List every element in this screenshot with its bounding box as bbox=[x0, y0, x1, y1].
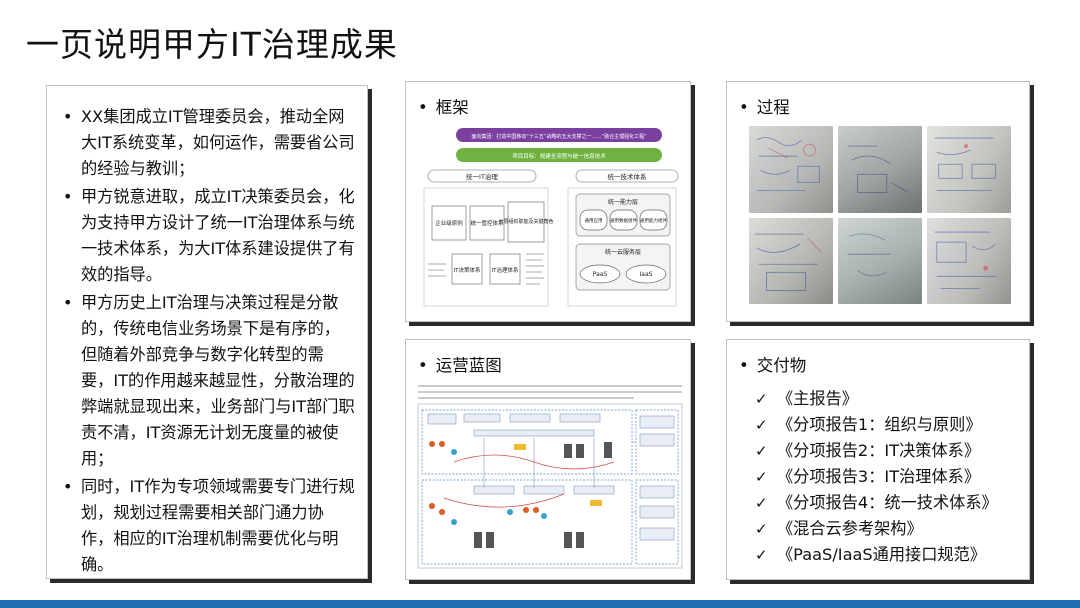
bullet-item: • 同时，IT作为专项领域需要专门进行规划，规划过程需要相关部门通力协作，相应的I… bbox=[59, 474, 355, 578]
deliverable-item: ✓ 《PaaS/IaaS通用接口规范》 bbox=[755, 542, 998, 568]
banner-top-shape bbox=[456, 128, 662, 142]
tech-chip-2: 通用数据组件 bbox=[610, 217, 637, 224]
process-heading-text: 过程 bbox=[756, 98, 790, 117]
check-icon: ✓ bbox=[755, 494, 768, 512]
ops-caption-lines bbox=[418, 385, 682, 399]
tech-layer-1: 统一能力层 bbox=[608, 198, 638, 206]
process-heading: • 过程 bbox=[739, 94, 790, 118]
check-icon: ✓ bbox=[755, 442, 768, 460]
framework-heading-text: 框架 bbox=[435, 98, 469, 117]
bullet-icon: • bbox=[63, 477, 73, 496]
check-icon: ✓ bbox=[755, 546, 768, 564]
whiteboard-photo bbox=[749, 126, 833, 213]
deliverable-item: ✓ 《主报告》 bbox=[755, 386, 998, 412]
deliverables-panel: • 交付物 ✓ 《主报告》 ✓ 《分项报告1：组织与原则》 ✓ 《分项报告2：IT决策体… bbox=[726, 339, 1030, 580]
deliverable-item: ✓ 《分项报告3：IT治理体系》 bbox=[755, 464, 998, 490]
gov-box-1: 企业级原则 bbox=[435, 219, 463, 227]
check-icon: ✓ bbox=[755, 390, 768, 408]
whiteboard-photo bbox=[927, 217, 1011, 304]
bottom-accent-bar bbox=[0, 600, 1080, 608]
framework-panel: • 框架 面向集团：打造中国移动“十三五”战略的五大支撑之一……“融合主理强化工程… bbox=[405, 81, 691, 322]
deliverable-text: 《分项报告3：IT治理体系》 bbox=[777, 467, 981, 486]
framework-diagram: 面向集团：打造中国移动“十三五”战略的五大支撑之一……“融合主理强化工程” 项目… bbox=[423, 128, 679, 307]
check-icon: ✓ bbox=[755, 520, 768, 538]
whiteboard-photo bbox=[927, 126, 1011, 213]
whiteboard-photo-grid bbox=[749, 126, 1011, 304]
deliverable-text: 《PaaS/IaaS通用接口规范》 bbox=[777, 545, 986, 564]
whiteboard-photo bbox=[838, 126, 922, 213]
gov-title: 统一IT治理 bbox=[466, 172, 498, 181]
bullet-item: • XX集团成立IT管理委员会，推动全网大IT系统变革，如何运作，需要省公司的经验… bbox=[59, 104, 355, 182]
process-panel: • 过程 bbox=[726, 81, 1030, 322]
deliverables-list: ✓ 《主报告》 ✓ 《分项报告1：组织与原则》 ✓ 《分项报告2：IT决策体系》 ✓ 《… bbox=[755, 386, 998, 568]
deliverable-text: 《主报告》 bbox=[777, 389, 858, 408]
bullet-item: • 甲方锐意进取，成立IT决策委员会，化为支持甲方设计了统一IT治理体系与统一技术… bbox=[59, 184, 355, 288]
ops-person-icons bbox=[429, 441, 539, 515]
bullet-icon: • bbox=[739, 356, 749, 375]
deliverable-text: 《分项报告4：统一技术体系》 bbox=[777, 493, 998, 512]
gov-box-3: 分层组织职能及关键角色 bbox=[498, 218, 553, 225]
deliverable-text: 《分项报告2：IT决策体系》 bbox=[777, 441, 981, 460]
tech-layer-2: 统一云服务层 bbox=[605, 248, 641, 256]
bullet-icon: • bbox=[739, 98, 749, 117]
bullet-item: • 甲方历史上IT治理与决策过程是分散的，传统电信业务场景下是有序的，但随着外部竞… bbox=[59, 290, 355, 472]
check-icon: ✓ bbox=[755, 468, 768, 486]
deliverable-text: 《混合云参考架构》 bbox=[777, 519, 923, 538]
left-text-panel: • XX集团成立IT管理委员会，推动全网大IT系统变革，如何运作，需要省公司的经验… bbox=[46, 85, 368, 579]
check-icon: ✓ bbox=[755, 416, 768, 434]
banner-mid-shape bbox=[456, 148, 662, 162]
framework-small-text-lines bbox=[428, 253, 544, 285]
ops-person-icons-blue bbox=[451, 449, 547, 525]
operations-blueprint-panel: • 运营蓝图 bbox=[405, 339, 691, 580]
gov-box-2: 统一管控体系 bbox=[470, 219, 504, 227]
bullet-icon: • bbox=[63, 187, 73, 206]
ops-flow-lines bbox=[443, 454, 615, 508]
bullet-icon: • bbox=[418, 356, 428, 375]
whiteboard-photo bbox=[838, 217, 922, 304]
tech-chip-1: 通用应用 bbox=[585, 217, 603, 224]
tech-oval-iaas: IaaS bbox=[640, 271, 653, 278]
gov-sub-2: IT治理体系 bbox=[492, 266, 519, 274]
bullet-text: 甲方历史上IT治理与决策过程是分散的，传统电信业务场景下是有序的，但随着外部竞争… bbox=[81, 293, 355, 468]
framework-heading: • 框架 bbox=[418, 94, 469, 118]
ops-server-icons bbox=[474, 442, 612, 548]
bullet-text: 同时，IT作为专项领域需要专门进行规划，规划过程需要相关部门通力协作，相应的IT… bbox=[81, 477, 355, 574]
ops-heading-text: 运营蓝图 bbox=[435, 356, 502, 375]
bullet-text: 甲方锐意进取，成立IT决策委员会，化为支持甲方设计了统一IT治理体系与统一技术体… bbox=[81, 187, 355, 284]
deliverables-heading-text: 交付物 bbox=[756, 356, 807, 375]
banner-mid-text: 项目目标：规建全流程与统一信息技术 bbox=[512, 152, 606, 160]
tech-chip-3: 通用能力组件 bbox=[640, 217, 667, 224]
deliverable-item: ✓ 《分项报告4：统一技术体系》 bbox=[755, 490, 998, 516]
bullet-icon: • bbox=[63, 293, 73, 312]
ops-heading: • 运营蓝图 bbox=[418, 352, 502, 376]
deliverable-item: ✓ 《分项报告1：组织与原则》 bbox=[755, 412, 998, 438]
operations-blueprint-diagram bbox=[417, 385, 683, 569]
whiteboard-photo bbox=[749, 217, 833, 304]
tech-oval-paas: PaaS bbox=[593, 271, 608, 278]
tech-title: 统一技术体系 bbox=[608, 172, 648, 181]
banner-top-text: 面向集团：打造中国移动“十三五”战略的五大支撑之一……“融合主理强化工程” bbox=[471, 133, 647, 140]
bullet-icon: • bbox=[63, 107, 73, 126]
deliverable-text: 《分项报告1：组织与原则》 bbox=[777, 415, 982, 434]
gov-sub-1: IT决策体系 bbox=[454, 266, 481, 274]
bullet-icon: • bbox=[418, 98, 428, 117]
page-title: 一页说明甲方IT治理成果 bbox=[26, 25, 398, 64]
bullet-list: • XX集团成立IT管理委员会，推动全网大IT系统变革，如何运作，需要省公司的经验… bbox=[59, 104, 355, 578]
bullet-text: XX集团成立IT管理委员会，推动全网大IT系统变革，如何运作，需要省公司的经验与… bbox=[81, 107, 355, 178]
deliverables-heading: • 交付物 bbox=[739, 352, 806, 376]
ops-highlight-marks bbox=[514, 444, 602, 506]
deliverable-item: ✓ 《混合云参考架构》 bbox=[755, 516, 998, 542]
deliverable-item: ✓ 《分项报告2：IT决策体系》 bbox=[755, 438, 998, 464]
